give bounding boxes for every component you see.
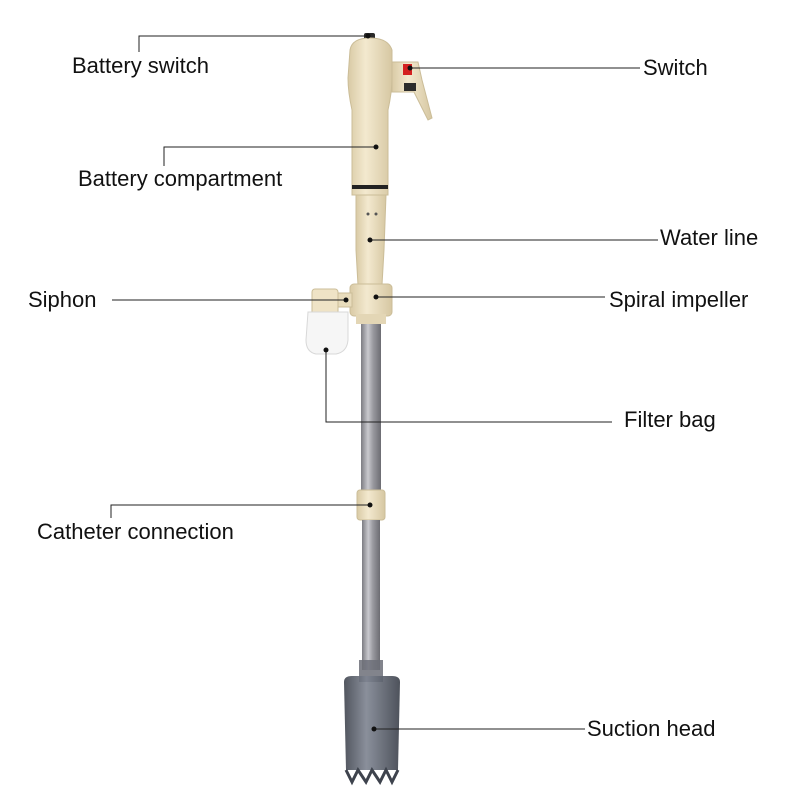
suction-head-teeth — [346, 770, 398, 782]
label-suction-head: Suction head — [587, 718, 715, 740]
vent-hole — [367, 213, 370, 216]
lower-tube — [362, 520, 380, 670]
filter-bag-cap — [312, 289, 338, 315]
dot-spiral-impeller — [374, 295, 379, 300]
label-switch: Switch — [643, 57, 708, 79]
compartment-seam — [352, 185, 388, 189]
pump-handle — [348, 33, 432, 324]
label-water-line: Water line — [660, 227, 758, 249]
leader-catheter-connection — [111, 505, 370, 518]
upper-tube — [361, 324, 381, 496]
label-siphon: Siphon — [28, 289, 97, 311]
dot-battery-compartment — [374, 145, 379, 150]
dot-suction-head — [372, 727, 377, 732]
dot-siphon — [344, 298, 349, 303]
leader-battery-compartment — [164, 147, 376, 166]
spiral-impeller-housing — [350, 284, 392, 316]
leader-battery-switch — [139, 36, 368, 52]
impeller-collar — [356, 314, 386, 324]
dot-switch — [408, 66, 413, 71]
filter-bag — [306, 312, 348, 354]
battery-compartment-body — [348, 38, 392, 195]
label-spiral-impeller: Spiral impeller — [609, 289, 748, 311]
suction-head — [344, 676, 400, 770]
label-catheter-connection: Catheter connection — [37, 521, 234, 543]
switch-housing — [404, 83, 416, 91]
dot-battery-switch — [366, 34, 371, 39]
label-battery-compartment: Battery compartment — [78, 168, 282, 190]
vent-hole — [375, 213, 378, 216]
dot-water-line — [368, 238, 373, 243]
label-filter-bag: Filter bag — [624, 409, 716, 431]
dot-filter-bag — [324, 348, 329, 353]
dot-catheter-connection — [368, 503, 373, 508]
label-battery-switch: Battery switch — [72, 55, 209, 77]
